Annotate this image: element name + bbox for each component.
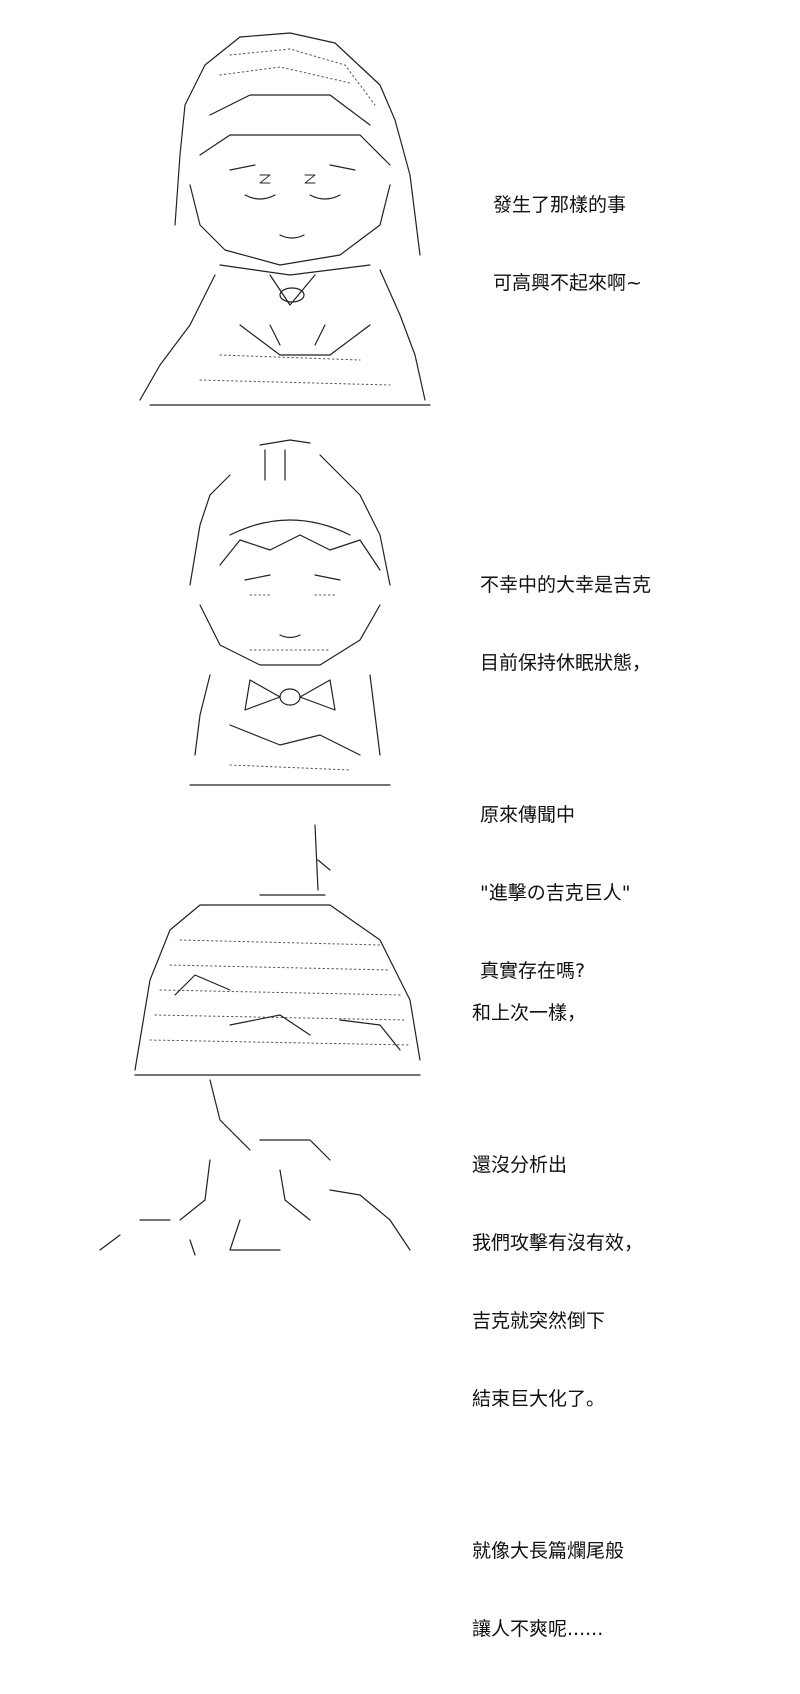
caption-line: 發生了那樣的事 [493, 194, 627, 216]
panel-2: 不幸中的大幸是吉克 目前保持休眠狀態， 原來傳聞中 "進擊の吉克巨人" 真實存在… [0, 420, 800, 982]
panel-3: 和上次一樣， 還沒分析出 我們攻擊有沒有效， 吉克就突然倒下 結束巨大化了。 就… [0, 810, 800, 1640]
caption-line: "進擊の吉克巨人" [480, 882, 631, 904]
caption-line: 我們攻擊有沒有效， [472, 1232, 644, 1254]
caption-line: 讓人不爽呢...... [472, 1618, 604, 1640]
hooded-girl-ascii-art [139, 32, 431, 406]
caption-line: 目前保持休眠狀態， [480, 652, 652, 674]
caption-line: 真實存在嗎? [480, 960, 586, 982]
caption-line: 不幸中的大幸是吉克 [480, 574, 652, 596]
caption-panel-1: 發生了那樣的事 可高興不起來啊~ [493, 140, 642, 348]
caption-line: 和上次一樣， [472, 1002, 587, 1024]
caption-line: 原來傳聞中 [480, 804, 576, 826]
caption-line: 結束巨大化了。 [472, 1388, 606, 1410]
caption-line: 還沒分析出 [472, 1154, 568, 1176]
caption-line: 就像大長篇爛尾般 [472, 1540, 625, 1562]
ribbon-girl-ascii-art [189, 439, 391, 786]
caption-line: 可高興不起來啊~ [493, 272, 642, 294]
collapsed-figure-ascii-art [99, 824, 421, 1256]
caption-panel-2: 不幸中的大幸是吉克 目前保持休眠狀態， 原來傳聞中 "進擊の吉克巨人" 真實存在… [480, 520, 651, 1036]
panel-1: 發生了那樣的事 可高興不起來啊~ [0, 0, 800, 420]
caption-panel-3: 和上次一樣， 還沒分析出 我們攻擊有沒有效， 吉克就突然倒下 結束巨大化了。 就… [472, 948, 643, 1694]
caption-line: 吉克就突然倒下 [472, 1310, 606, 1332]
